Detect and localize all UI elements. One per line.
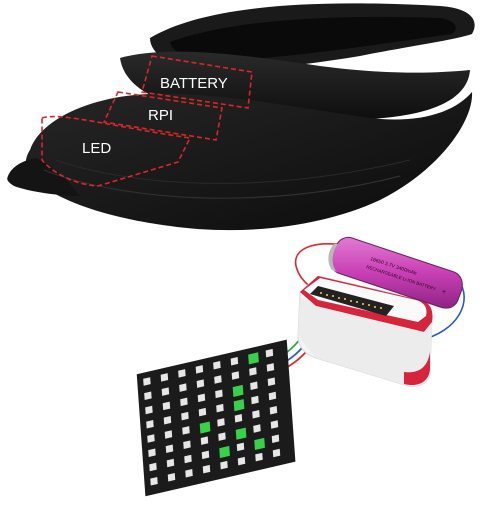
led-off [215, 389, 223, 399]
led-off [160, 373, 169, 382]
led-off [150, 477, 158, 486]
led-off [195, 365, 204, 374]
led-lit [254, 437, 265, 451]
led-off [163, 415, 172, 425]
led-off [198, 407, 207, 417]
led-off [179, 383, 187, 392]
led-off [216, 403, 224, 413]
led-off [269, 405, 278, 415]
led-off [271, 434, 280, 444]
led-off [180, 397, 188, 407]
led-off [268, 391, 277, 401]
battery-body [330, 236, 463, 309]
led-off [147, 434, 155, 443]
led-off [162, 401, 171, 411]
led-zone-outline [41, 115, 192, 187]
led-off [249, 367, 257, 376]
led-off [218, 432, 226, 441]
led-off [266, 363, 275, 372]
led-off [237, 456, 246, 466]
battery-polarity-mark: + [442, 289, 446, 296]
led-lit [232, 384, 244, 397]
led-matrix [136, 339, 296, 497]
led-off [181, 411, 189, 421]
led-off [202, 464, 211, 474]
led-off [265, 348, 274, 358]
led-off [145, 405, 153, 415]
rpi-label: RPI [148, 107, 173, 124]
led-off [267, 377, 276, 386]
led-off [220, 460, 228, 470]
brim-stitch-1 [43, 169, 401, 199]
led-off [166, 458, 175, 468]
visor-brim-edge [7, 158, 80, 196]
led-off [214, 375, 222, 384]
led-off [167, 473, 176, 482]
led-off [146, 419, 154, 429]
led-lit [199, 421, 211, 434]
gpio-pins [320, 292, 382, 309]
led-lit [248, 352, 259, 365]
led-lit [233, 399, 245, 412]
led-off [144, 391, 152, 400]
led-off [143, 377, 151, 386]
battery-zone-outline [140, 55, 253, 109]
led-lit [235, 427, 247, 440]
led-off [148, 448, 156, 458]
sun-visor [7, 3, 475, 231]
led-off [234, 414, 243, 423]
led-off [251, 395, 259, 405]
rpi-case-front [298, 296, 432, 387]
led-off [270, 420, 279, 429]
led-off [255, 452, 263, 462]
led-off [164, 430, 173, 439]
led-off [183, 440, 191, 449]
led-label: LED [82, 140, 111, 157]
component-zones [41, 55, 253, 187]
led-lit [219, 445, 230, 459]
led-off [230, 356, 239, 366]
battery-label: BATTERY [160, 75, 228, 92]
led-off [272, 448, 281, 458]
led-off [200, 436, 209, 445]
raspberry-pi-case [297, 275, 433, 387]
led-off [236, 442, 245, 452]
led-off [231, 371, 240, 380]
led-off [185, 468, 193, 478]
led-off [182, 426, 190, 435]
led-off [161, 387, 170, 396]
led-cells [143, 348, 281, 486]
rpi-zone-outline [102, 91, 223, 141]
led-off [252, 410, 260, 419]
led-off [149, 462, 157, 472]
visor-band-inner [170, 16, 456, 62]
led-off [196, 379, 205, 388]
brim-stitch-2 [55, 159, 411, 184]
led-off [213, 361, 221, 370]
visor-brim [25, 92, 473, 231]
led-off [178, 369, 186, 378]
led-off [253, 424, 261, 433]
led-off [217, 418, 225, 427]
led-off [201, 450, 210, 460]
led-off [197, 393, 206, 403]
battery-cap-left [328, 244, 338, 272]
led-off [165, 444, 174, 453]
led-off [184, 454, 192, 464]
rpi-case-bottom-red [404, 352, 430, 386]
led-off [250, 381, 258, 390]
